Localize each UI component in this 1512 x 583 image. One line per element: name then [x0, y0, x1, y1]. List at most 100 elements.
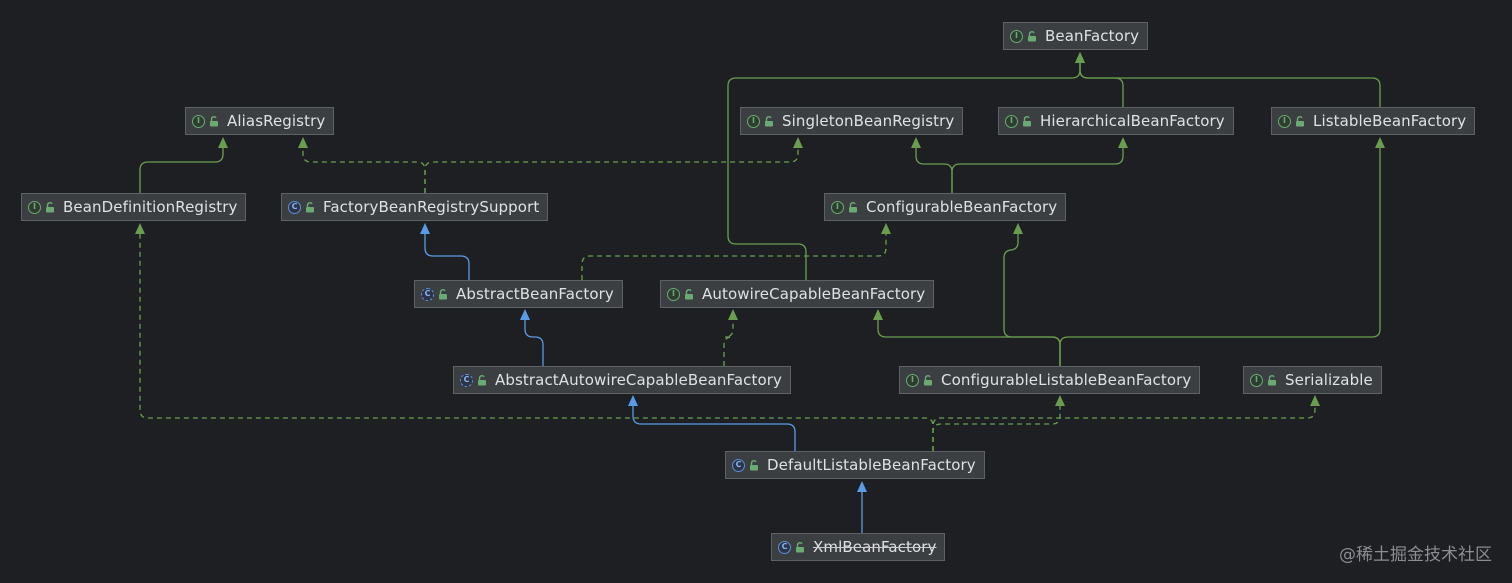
interface-icon: I: [192, 114, 205, 128]
arrowhead-configurable-bean-factory-to-singleton-bean-registry: [911, 137, 921, 148]
arrowhead-xml-bean-factory-to-default-listable-bean-factory: [857, 481, 867, 492]
interface-icon: I: [1278, 114, 1291, 128]
lock-icon: [765, 115, 773, 126]
interface-icon: I: [1250, 373, 1263, 387]
node-hierarchical-bean-factory[interactable]: I HierarchicalBeanFactory: [998, 107, 1234, 135]
edge-configurable-listable-bean-factory-to-autowire-capable-bean-factory: [877, 318, 1061, 366]
node-label: SingletonBeanRegistry: [782, 112, 955, 130]
lock-icon: [306, 201, 314, 212]
edge-configurable-bean-factory-to-hierarchical-bean-factory: [951, 146, 1124, 193]
class-icon: C: [732, 458, 745, 472]
node-label: ConfigurableBeanFactory: [866, 198, 1058, 216]
arrowhead-abstract-bean-factory-to-factory-bean-registry-support: [420, 223, 430, 234]
node-label: ListableBeanFactory: [1313, 112, 1467, 130]
lock-icon: [924, 374, 932, 385]
arrowhead-abstract-autowire-capable-bean-factory-to-autowire-capable-bean-factory: [728, 309, 738, 320]
arrowhead-factory-bean-registry-support-to-alias-registry: [298, 137, 308, 148]
lock-icon: [46, 201, 54, 212]
node-label: BeanFactory: [1045, 27, 1140, 45]
node-abstract-bean-factory[interactable]: C AbstractBeanFactory: [414, 280, 623, 308]
arrowhead-default-listable-bean-factory-to-configurable-listable-bean-factory: [1055, 395, 1065, 406]
edge-factory-bean-registry-support-to-alias-registry: [302, 146, 426, 193]
lock-icon: [439, 288, 447, 299]
arrowhead-default-listable-bean-factory-to-abstract-autowire-capable-bean-factory: [628, 395, 638, 406]
edge-listable-bean-factory-to-bean-factory: [1079, 61, 1381, 107]
abstract-class-icon: C: [460, 373, 473, 387]
edge-configurable-listable-bean-factory-to-configurable-bean-factory: [1003, 232, 1061, 366]
interface-icon: I: [906, 373, 919, 387]
node-listable-bean-factory[interactable]: I ListableBeanFactory: [1271, 107, 1476, 135]
edge-autowire-capable-bean-factory-to-bean-factory: [727, 61, 1081, 280]
lock-icon: [1028, 30, 1036, 41]
node-label: ConfigurableListableBeanFactory: [941, 371, 1192, 389]
abstract-class-icon: C: [421, 287, 434, 301]
class-icon: C: [288, 200, 301, 214]
node-label: FactoryBeanRegistrySupport: [323, 198, 540, 216]
arrowhead-autowire-capable-bean-factory-to-bean-factory: [1075, 52, 1085, 63]
edge-factory-bean-registry-support-to-singleton-bean-registry: [424, 146, 799, 193]
arrowhead-configurable-listable-bean-factory-to-listable-bean-factory: [1375, 137, 1385, 148]
arrowhead-default-listable-bean-factory-to-bean-definition-registry: [135, 223, 145, 234]
node-label: HierarchicalBeanFactory: [1040, 112, 1225, 130]
interface-icon: I: [1005, 114, 1018, 128]
node-abstract-autowire-capable-bean-factory[interactable]: C AbstractAutowireCapableBeanFactory: [453, 366, 792, 394]
edge-default-listable-bean-factory-to-configurable-listable-bean-factory: [932, 404, 1061, 451]
node-default-listable-bean-factory[interactable]: C DefaultListableBeanFactory: [725, 451, 985, 479]
edge-abstract-autowire-capable-bean-factory-to-abstract-bean-factory: [524, 318, 544, 366]
arrowhead-abstract-bean-factory-to-configurable-bean-factory: [881, 223, 891, 234]
interface-icon: I: [1010, 29, 1023, 43]
lock-icon: [685, 288, 693, 299]
lock-icon: [210, 115, 218, 126]
interface-icon: I: [831, 200, 844, 214]
edge-abstract-bean-factory-to-configurable-bean-factory: [581, 232, 887, 280]
node-label: AbstractBeanFactory: [456, 285, 614, 303]
lock-icon: [1268, 374, 1276, 385]
arrowhead-abstract-autowire-capable-bean-factory-to-abstract-bean-factory: [520, 309, 530, 320]
arrowhead-configurable-bean-factory-to-hierarchical-bean-factory: [1118, 137, 1128, 148]
arrowhead-default-listable-bean-factory-to-serializable: [1310, 395, 1320, 406]
node-bean-definition-registry[interactable]: I BeanDefinitionRegistry: [21, 193, 247, 221]
edge-hierarchical-bean-factory-to-bean-factory: [1079, 61, 1124, 107]
node-configurable-listable-bean-factory[interactable]: I ConfigurableListableBeanFactory: [899, 366, 1201, 394]
edge-configurable-listable-bean-factory-to-listable-bean-factory: [1059, 146, 1381, 366]
node-bean-factory[interactable]: I BeanFactory: [1003, 22, 1149, 50]
node-label: BeanDefinitionRegistry: [63, 198, 238, 216]
interface-icon: I: [747, 114, 760, 128]
lock-icon: [849, 201, 857, 212]
node-label: AbstractAutowireCapableBeanFactory: [495, 371, 783, 389]
edge-default-listable-bean-factory-to-serializable: [932, 404, 1316, 451]
node-autowire-capable-bean-factory[interactable]: I AutowireCapableBeanFactory: [660, 280, 935, 308]
arrowhead-factory-bean-registry-support-to-singleton-bean-registry: [793, 137, 803, 148]
node-serializable[interactable]: I Serializable: [1243, 366, 1382, 394]
lock-icon: [796, 541, 804, 552]
edge-abstract-bean-factory-to-factory-bean-registry-support: [424, 232, 470, 280]
node-label: AutowireCapableBeanFactory: [702, 285, 926, 303]
lock-icon: [1296, 115, 1304, 126]
lock-icon: [750, 459, 758, 470]
edge-abstract-autowire-capable-bean-factory-to-autowire-capable-bean-factory: [723, 318, 734, 366]
node-label: XmlBeanFactory: [813, 538, 937, 556]
edge-bean-definition-registry-to-alias-registry: [139, 146, 224, 193]
lock-icon: [478, 374, 486, 385]
node-label: DefaultListableBeanFactory: [767, 456, 976, 474]
node-alias-registry[interactable]: I AliasRegistry: [185, 107, 335, 135]
interface-icon: I: [667, 287, 680, 301]
class-icon: C: [778, 540, 791, 554]
arrowhead-configurable-listable-bean-factory-to-autowire-capable-bean-factory: [873, 309, 883, 320]
edge-default-listable-bean-factory-to-abstract-autowire-capable-bean-factory: [632, 404, 796, 451]
node-configurable-bean-factory[interactable]: I ConfigurableBeanFactory: [824, 193, 1067, 221]
node-factory-bean-registry-support[interactable]: C FactoryBeanRegistrySupport: [281, 193, 549, 221]
node-label: Serializable: [1285, 371, 1373, 389]
node-xml-bean-factory[interactable]: C XmlBeanFactory: [771, 533, 946, 561]
arrowhead-configurable-listable-bean-factory-to-configurable-bean-factory: [1013, 223, 1023, 234]
lock-icon: [1023, 115, 1031, 126]
interface-icon: I: [28, 200, 41, 214]
edge-configurable-bean-factory-to-singleton-bean-registry: [915, 146, 953, 193]
arrowhead-bean-definition-registry-to-alias-registry: [218, 137, 228, 148]
node-singleton-bean-registry[interactable]: I SingletonBeanRegistry: [740, 107, 964, 135]
watermark: @稀土掘金技术社区: [1339, 545, 1492, 565]
node-label: AliasRegistry: [227, 112, 326, 130]
edge-default-listable-bean-factory-to-bean-definition-registry: [139, 232, 934, 451]
